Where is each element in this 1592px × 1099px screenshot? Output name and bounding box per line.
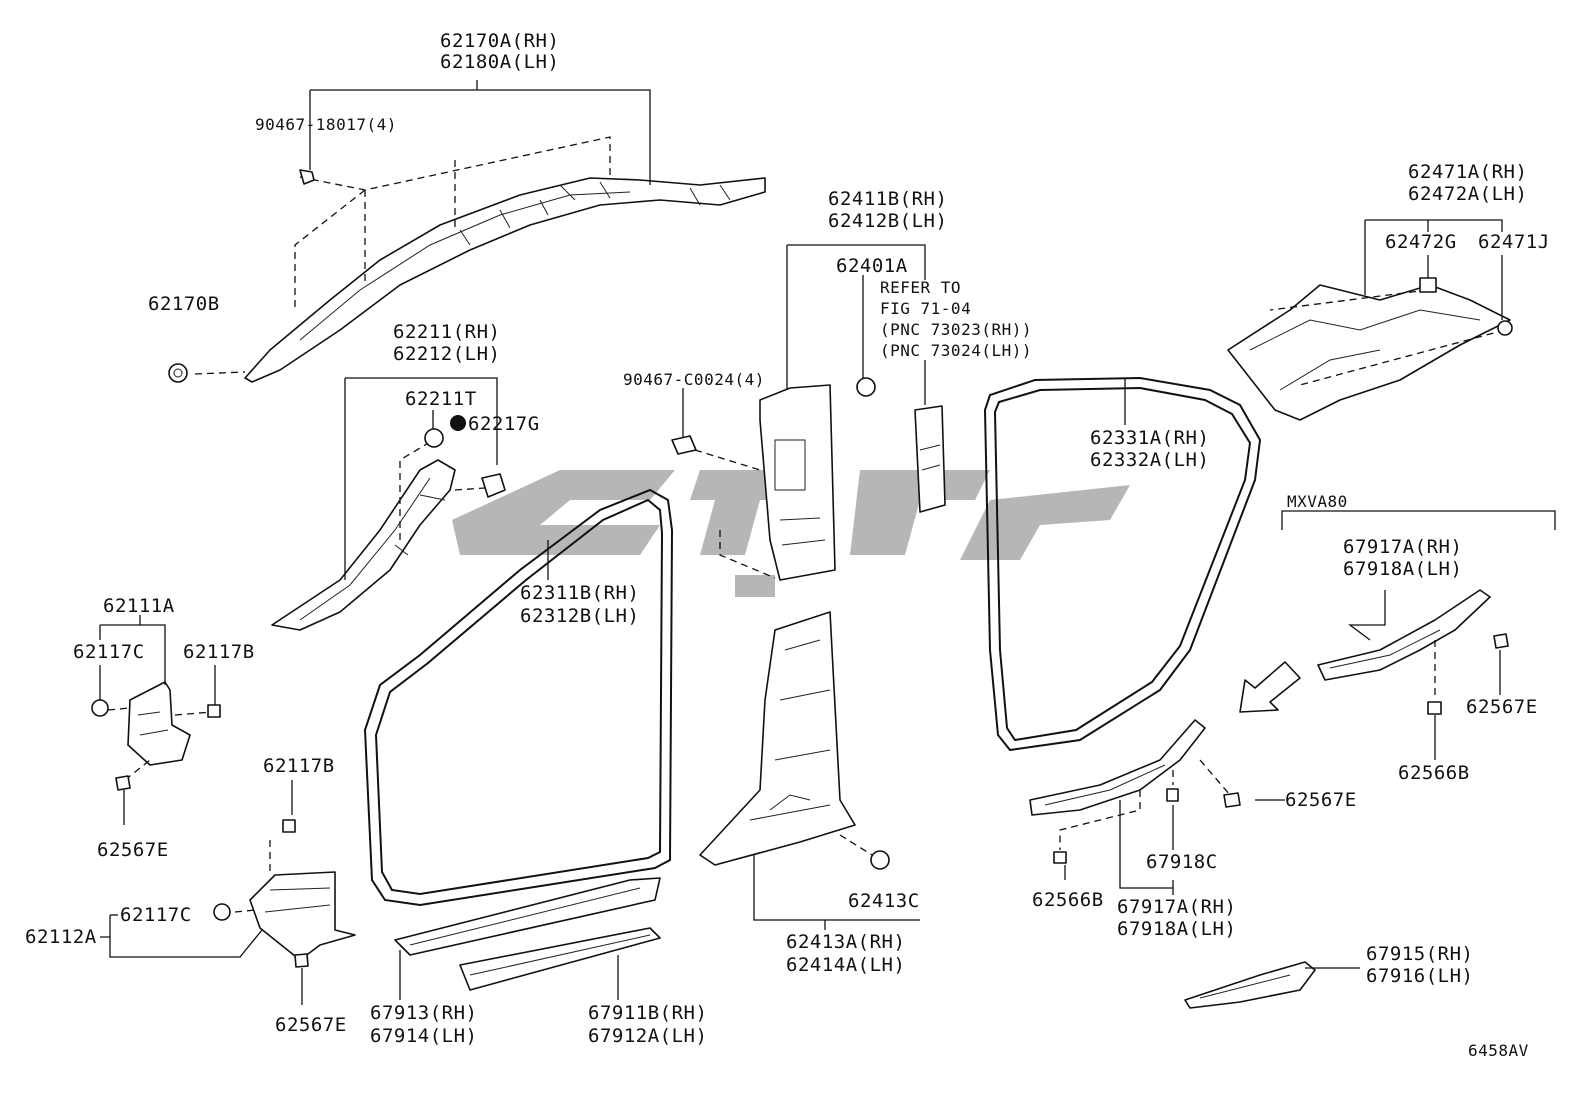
- callout-67917A-lower: [1059, 759, 1285, 895]
- label-62411B-rh: 62411B(RH): [828, 188, 947, 210]
- scuff-plate-67917A-upper: [1317, 589, 1501, 760]
- label-62567E-d: 62567E: [1285, 789, 1357, 811]
- label-62211T: 62211T: [405, 388, 477, 410]
- label-62217G: 62217G: [468, 413, 540, 435]
- label-62212-lh: 62212(LH): [393, 343, 500, 365]
- direction-arrow: [1239, 661, 1301, 713]
- seatbelt-adjuster-reference: [914, 405, 946, 513]
- clip-62211T: [424, 428, 444, 448]
- scuff-plate-67915: [1184, 961, 1360, 1009]
- label-62170B: 62170B: [148, 293, 220, 315]
- front-door-weatherstrip-62311B: [363, 488, 674, 907]
- label-67915-rh: 67915(RH): [1366, 943, 1473, 965]
- label-refer-fig: FIG 71-04: [880, 299, 971, 318]
- label-62311B-rh: 62311B(RH): [520, 582, 639, 604]
- label-67912A-lh: 67912A(LH): [588, 1025, 707, 1047]
- label-refer-to: REFER TO: [880, 278, 961, 297]
- label-62471A-rh: 62471A(RH): [1408, 161, 1527, 183]
- clip-62117C-a: [91, 699, 109, 717]
- clip-62567E-c: [1493, 633, 1509, 649]
- label-62117C-a: 62117C: [73, 641, 145, 663]
- label-62331A-rh: 62331A(RH): [1090, 427, 1209, 449]
- label-67918A-lh-a: 67918A(LH): [1343, 558, 1462, 580]
- callout-62111A: [99, 615, 216, 825]
- clip-62401A: [856, 377, 876, 397]
- clip-62413C: [870, 850, 890, 870]
- label-67918C: 67918C: [1146, 851, 1218, 873]
- label-62566B-a: 62566B: [1398, 762, 1470, 784]
- label-62472G: 62472G: [1385, 231, 1457, 253]
- label-90467-18017: 90467-18017(4): [255, 115, 397, 134]
- clip-62472G: [1419, 277, 1437, 293]
- callout-62112A: [100, 780, 303, 1005]
- callout-62411B: [682, 244, 926, 579]
- clip-90467-C0024: [671, 435, 697, 455]
- label-90467-C0024: 90467-C0024(4): [623, 370, 765, 389]
- label-62566B-b: 62566B: [1032, 889, 1104, 911]
- clip-62217G: [450, 415, 506, 498]
- label-62567E-c: 62567E: [1466, 696, 1538, 718]
- cowl-side-trim-62111A: [127, 681, 191, 766]
- clip-62567E-a: [115, 775, 131, 791]
- label-62211-rh: 62211(RH): [393, 321, 500, 343]
- label-62312B-lh: 62312B(LH): [520, 605, 639, 627]
- callout-62211: [344, 377, 498, 580]
- roof-side-inner-garnish-62471A: [1227, 284, 1511, 421]
- figure-code: 6458AV: [1468, 1041, 1529, 1060]
- scuff-plate-67911B: [459, 927, 661, 1000]
- label-67914-lh: 67914(LH): [370, 1025, 477, 1047]
- label-67913-rh: 67913(RH): [370, 1002, 477, 1024]
- clip-62567E-d: [1223, 792, 1241, 808]
- clip-62471J: [1497, 320, 1513, 336]
- label-67918A-lh-b: 67918A(LH): [1117, 918, 1236, 940]
- label-67917A-rh-a: 67917A(RH): [1343, 536, 1462, 558]
- label-62180A-lh: 62180A(LH): [440, 51, 559, 73]
- center-pillar-lower-62413A: [699, 611, 856, 866]
- rear-door-weatherstrip-62331A: [983, 376, 1262, 752]
- label-62401A: 62401A: [836, 255, 908, 277]
- label-refer-pnc-rh: (PNC 73023(RH)): [880, 320, 1032, 339]
- label-62112A: 62112A: [25, 926, 97, 948]
- label-62117C-b: 62117C: [120, 904, 192, 926]
- label-62111A: 62111A: [103, 595, 175, 617]
- callout-62413A: [753, 834, 920, 930]
- label-62170A-rh: 62170A(RH): [440, 30, 559, 52]
- clip-62117C-b: [213, 903, 231, 921]
- clip-62170B: [168, 363, 188, 383]
- label-62412B-lh: 62412B(LH): [828, 210, 947, 232]
- roof-side-garnish-62170A: [244, 177, 766, 383]
- clip-62117B-b: [282, 819, 296, 833]
- clip-62566B-a: [1427, 701, 1442, 715]
- label-62332A-lh: 62332A(LH): [1090, 449, 1209, 471]
- label-62472A-lh: 62472A(LH): [1408, 183, 1527, 205]
- clip-62567E-b: [294, 953, 309, 968]
- label-62413A-rh: 62413A(RH): [786, 931, 905, 953]
- label-62117B-b: 62117B: [263, 755, 335, 777]
- clip-90467-18017: [299, 169, 315, 185]
- label-62117B-a: 62117B: [183, 641, 255, 663]
- label-67911B-rh: 67911B(RH): [588, 1002, 707, 1024]
- label-67916-lh: 67916(LH): [1366, 965, 1473, 987]
- callout-62471A: [1269, 219, 1506, 386]
- clip-67918C: [1166, 788, 1179, 802]
- label-62567E-a: 62567E: [97, 839, 169, 861]
- center-pillar-upper-62411B: [759, 384, 836, 581]
- mxva80-bracket: [1281, 510, 1556, 530]
- label-62471J: 62471J: [1478, 231, 1550, 253]
- cowl-side-lower-62112A: [249, 871, 356, 961]
- clip-62566B-b: [1053, 851, 1067, 864]
- watermark-logo: [452, 470, 1130, 597]
- label-mxva80: MXVA80: [1287, 492, 1348, 511]
- callout-62170A: [194, 80, 651, 375]
- clip-62117B-a: [207, 704, 221, 718]
- label-refer-pnc-lh: (PNC 73024(LH)): [880, 341, 1032, 360]
- label-67917A-rh-b: 67917A(RH): [1117, 896, 1236, 918]
- label-62567E-b: 62567E: [275, 1014, 347, 1036]
- scuff-plate-67917A-lower: [1029, 719, 1206, 816]
- scuff-plate-67913: [394, 877, 661, 1000]
- front-pillar-garnish-62211: [271, 459, 456, 631]
- label-62413C: 62413C: [848, 890, 920, 912]
- label-62414A-lh: 62414A(LH): [786, 954, 905, 976]
